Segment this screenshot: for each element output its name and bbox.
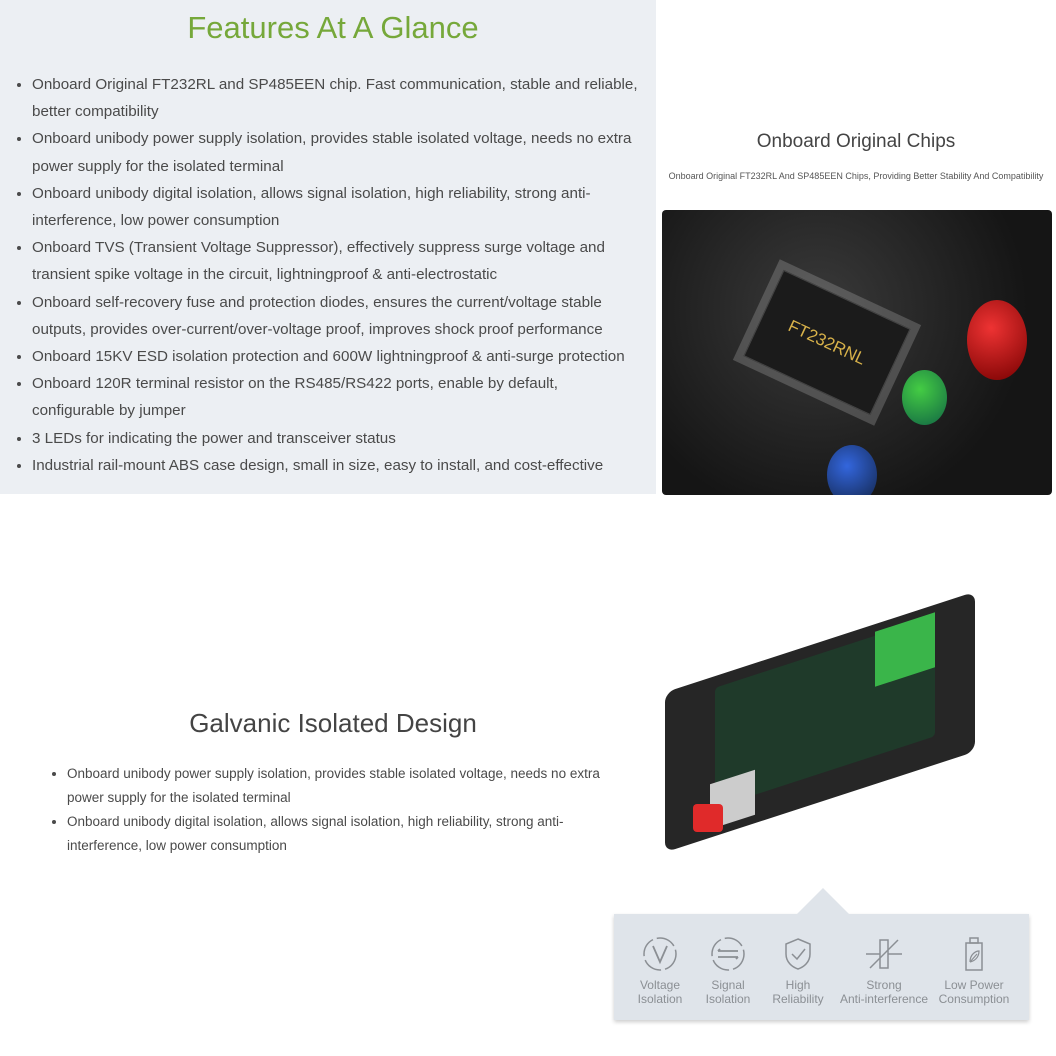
- chip-photo: FT232RNL: [662, 210, 1052, 495]
- feature-label: Isolation: [637, 992, 683, 1006]
- list-item: Onboard unibody digital isolation, allow…: [32, 180, 642, 234]
- chips-title: Onboard Original Chips: [756, 131, 956, 152]
- rail-clip: [693, 804, 723, 832]
- battery-leaf-icon: [965, 937, 983, 971]
- list-item: Onboard unibody digital isolation, allow…: [67, 810, 612, 858]
- feature-label: Strong: [866, 978, 902, 992]
- list-item: Onboard TVS (Transient Voltage Suppresso…: [32, 234, 642, 288]
- blue-led: [827, 445, 877, 495]
- chip-marking: FT232RNL: [743, 269, 911, 416]
- feature-label: Anti-interference: [839, 992, 929, 1006]
- varistor-icon: [866, 939, 902, 969]
- feature-label: Isolation: [705, 992, 751, 1006]
- voltage-icon: [643, 937, 677, 971]
- list-item: Industrial rail-mount ABS case design, s…: [32, 452, 642, 479]
- signal-icon: [711, 937, 745, 971]
- galvanic-list: Onboard unibody power supply isolation, …: [67, 762, 612, 858]
- list-item: Onboard 120R terminal resistor on the RS…: [32, 370, 642, 424]
- features-panel: Features At A Glance Onboard Original FT…: [0, 0, 656, 494]
- chips-subtitle: Onboard Original FT232RL And SP485EEN Ch…: [668, 171, 1044, 181]
- feature-label: Signal: [711, 978, 745, 992]
- list-item: Onboard self-recovery fuse and protectio…: [32, 289, 642, 343]
- list-item: Onboard unibody power supply isolation, …: [67, 762, 612, 810]
- product-image: [655, 582, 990, 882]
- features-list: Onboard Original FT232RL and SP485EEN ch…: [32, 71, 642, 479]
- list-item: Onboard 15KV ESD isolation protection an…: [32, 343, 642, 370]
- feature-label: Low Power: [944, 978, 1004, 992]
- feature-label: High: [785, 978, 811, 992]
- feature-label: Reliability: [772, 992, 824, 1006]
- feature-label: Consumption: [938, 992, 1010, 1006]
- features-title: Features At A Glance: [187, 10, 479, 45]
- shield-check-icon: [785, 938, 811, 970]
- galvanic-title: Galvanic Isolated Design: [189, 708, 477, 738]
- list-item: 3 LEDs for indicating the power and tran…: [32, 425, 642, 452]
- list-item: Onboard Original FT232RL and SP485EEN ch…: [32, 71, 642, 125]
- list-item: Onboard unibody power supply isolation, …: [32, 125, 642, 179]
- green-led: [902, 370, 947, 425]
- feature-label: Voltage: [639, 978, 681, 992]
- red-led: [967, 300, 1027, 380]
